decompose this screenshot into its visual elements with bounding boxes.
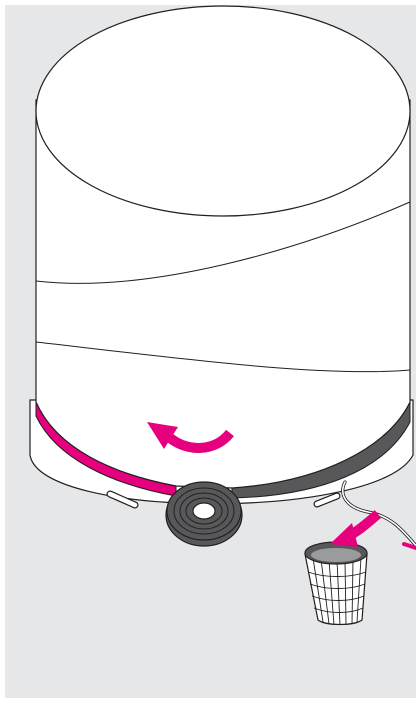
waste-basket-icon [305,542,367,625]
rolled-tape-icon [166,482,242,546]
cylinder-body [36,6,410,488]
base-slot-right [317,496,337,504]
cylinder-top [36,6,410,216]
drop-arrow-icon [330,514,378,547]
